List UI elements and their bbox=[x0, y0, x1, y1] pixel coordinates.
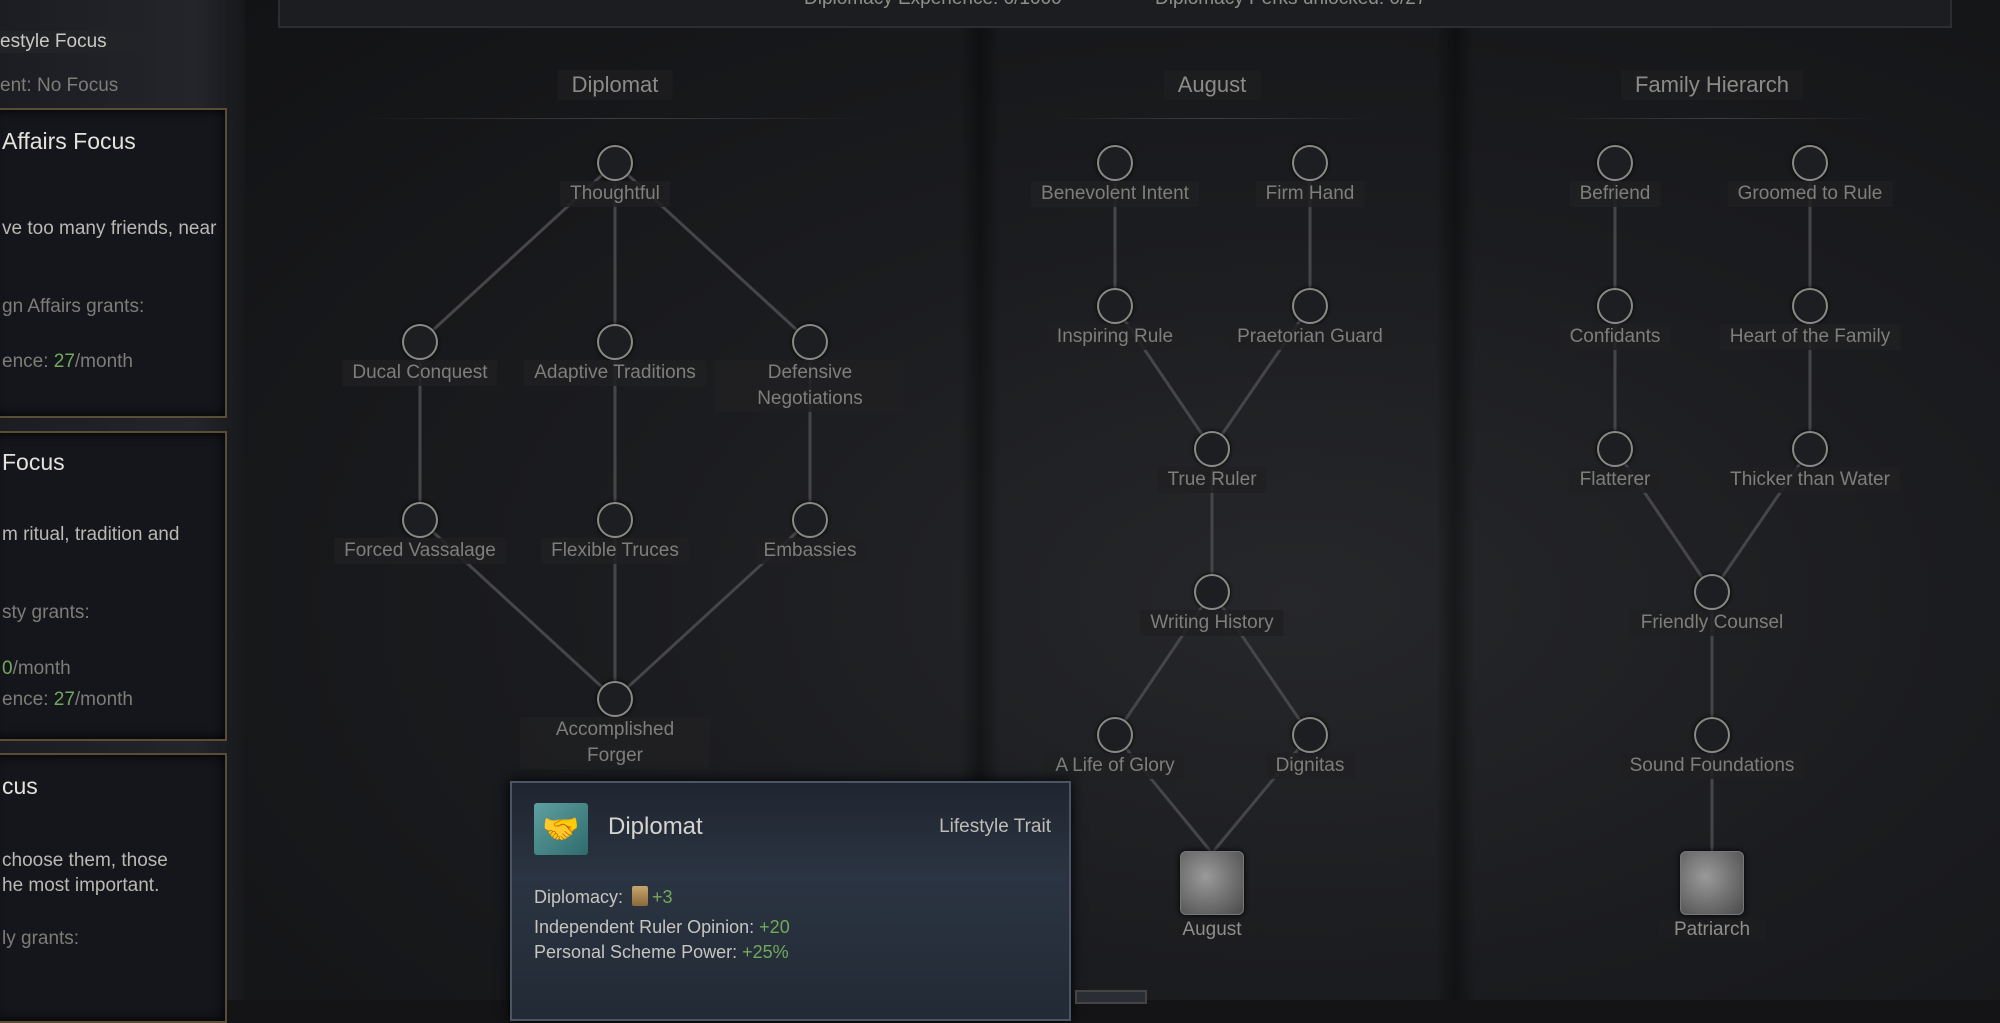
focus-desc: choose them, those bbox=[2, 850, 168, 871]
tooltip-effect: Personal Scheme Power: +25% bbox=[534, 942, 789, 962]
perk-label: Flatterer bbox=[1569, 467, 1661, 493]
perk-label: Dignitas bbox=[1265, 753, 1355, 779]
perk-label: Thicker than Water bbox=[1720, 467, 1900, 493]
perk-node[interactable] bbox=[1792, 145, 1828, 181]
laurel-wreath-icon[interactable] bbox=[1180, 851, 1244, 915]
perk-label: Inspiring Rule bbox=[1046, 324, 1184, 350]
perk-label: Friendly Counsel bbox=[1630, 610, 1794, 636]
focus-grants: gn Affairs grants: bbox=[2, 296, 145, 317]
perk-label: Praetorian Guard bbox=[1227, 324, 1393, 350]
perk-node[interactable] bbox=[597, 145, 633, 181]
perk-node[interactable] bbox=[1097, 288, 1133, 324]
tree-title-divider bbox=[1550, 118, 1880, 119]
perk-node[interactable] bbox=[1792, 431, 1828, 467]
focus-title: cus bbox=[2, 773, 38, 799]
tree-title-divider bbox=[355, 118, 875, 119]
perk-label: Ducal Conquest bbox=[342, 360, 498, 386]
perk-node[interactable] bbox=[402, 502, 438, 538]
perk-label: Embassies bbox=[753, 538, 867, 564]
family-tree-icon[interactable] bbox=[1680, 851, 1744, 915]
tree-title: August bbox=[1163, 70, 1261, 100]
tree-title: Family Hierarch bbox=[1620, 70, 1804, 100]
focus-effect: 0/month bbox=[2, 658, 71, 679]
perk-node[interactable] bbox=[792, 502, 828, 538]
perk-node[interactable] bbox=[1292, 288, 1328, 324]
tree-title: Diplomat bbox=[557, 70, 673, 100]
perk-label: Groomed to Rule bbox=[1727, 181, 1893, 207]
perk-label: Confidants bbox=[1559, 324, 1671, 350]
perk-node[interactable] bbox=[1292, 717, 1328, 753]
focus-title: Affairs Focus bbox=[2, 128, 136, 154]
experience-text: Diplomacy Experience: 0/1000 bbox=[804, 0, 1062, 10]
perk-node[interactable] bbox=[597, 324, 633, 360]
focus-card[interactable]: Focus m ritual, tradition and sty grants… bbox=[0, 431, 227, 741]
focus-desc: ve too many friends, near bbox=[2, 218, 217, 239]
perk-node[interactable] bbox=[1597, 288, 1633, 324]
perk-label: Flexible Truces bbox=[541, 538, 689, 564]
focus-grants: ly grants: bbox=[2, 928, 80, 949]
focus-desc: he most important. bbox=[2, 875, 160, 896]
perk-node[interactable] bbox=[597, 502, 633, 538]
focus-effect: ence: 27/month bbox=[2, 689, 133, 710]
perk-node[interactable] bbox=[1597, 431, 1633, 467]
perk-label: Forced Vassalage bbox=[334, 538, 506, 564]
perk-label: True Ruler bbox=[1157, 467, 1267, 493]
perk-node[interactable] bbox=[1194, 431, 1230, 467]
trait-label: August bbox=[1166, 919, 1258, 941]
perk-node[interactable] bbox=[1097, 145, 1133, 181]
perk-label: A Life of Glory bbox=[1045, 753, 1185, 779]
current-focus: ent: No Focus bbox=[0, 75, 119, 96]
perk-node[interactable] bbox=[1694, 574, 1730, 610]
perk-node[interactable] bbox=[1597, 145, 1633, 181]
scroll-icon bbox=[632, 886, 649, 906]
perk-label: Thoughtful bbox=[560, 181, 670, 207]
perk-node[interactable] bbox=[1292, 145, 1328, 181]
trait-tooltip: 🤝 Diplomat Lifestyle Trait Diplomacy: +3… bbox=[510, 781, 1071, 1021]
perk-label: Writing History bbox=[1140, 610, 1284, 636]
perk-label: Befriend bbox=[1569, 181, 1661, 207]
focus-effect: ence: 27/month bbox=[2, 351, 133, 372]
focus-card[interactable]: Affairs Focus ve too many friends, near … bbox=[0, 108, 227, 418]
focus-desc: m ritual, tradition and bbox=[2, 524, 180, 545]
experience-header: Diplomacy Experience: 0/1000 Diplomacy P… bbox=[278, 0, 1952, 28]
trait-label: Patriarch bbox=[1657, 919, 1767, 941]
focus-card[interactable]: cus choose them, those he most important… bbox=[0, 753, 227, 1023]
perk-node[interactable] bbox=[1694, 717, 1730, 753]
handshake-icon: 🤝 bbox=[534, 803, 588, 855]
perk-label: Benevolent Intent bbox=[1031, 181, 1199, 207]
tooltip-title: Diplomat bbox=[608, 813, 703, 840]
lifestyle-focus-panel: estyle Focus ent: No Focus Affairs Focus… bbox=[0, 0, 245, 1023]
tooltip-type: Lifestyle Trait bbox=[939, 816, 1051, 837]
perk-label: Heart of the Family bbox=[1719, 324, 1901, 350]
perks-unlocked-text: Diplomacy Perks unlocked: 0/27 bbox=[1155, 0, 1426, 10]
perk-label: Firm Hand bbox=[1255, 181, 1365, 207]
focus-grants: sty grants: bbox=[2, 602, 90, 623]
tooltip-effect: Independent Ruler Opinion: +20 bbox=[534, 917, 790, 937]
focus-title: Focus bbox=[2, 449, 65, 475]
panel-button[interactable] bbox=[1075, 990, 1147, 1004]
perk-node[interactable] bbox=[792, 324, 828, 360]
perk-node[interactable] bbox=[1792, 288, 1828, 324]
perk-node[interactable] bbox=[402, 324, 438, 360]
perk-label: Adaptive Traditions bbox=[524, 360, 706, 386]
perk-node[interactable] bbox=[1097, 717, 1133, 753]
perk-label: Sound Foundations bbox=[1619, 753, 1805, 779]
perk-node[interactable] bbox=[597, 681, 633, 717]
tooltip-effect: Diplomacy: +3 bbox=[534, 886, 673, 907]
perk-label: Defensive Negotiations bbox=[715, 360, 905, 412]
tree-title-divider bbox=[1050, 118, 1375, 119]
focus-heading: estyle Focus bbox=[0, 31, 137, 53]
perk-node[interactable] bbox=[1194, 574, 1230, 610]
column-divider bbox=[1435, 0, 1475, 1000]
perk-label: Accomplished Forger bbox=[520, 717, 710, 769]
